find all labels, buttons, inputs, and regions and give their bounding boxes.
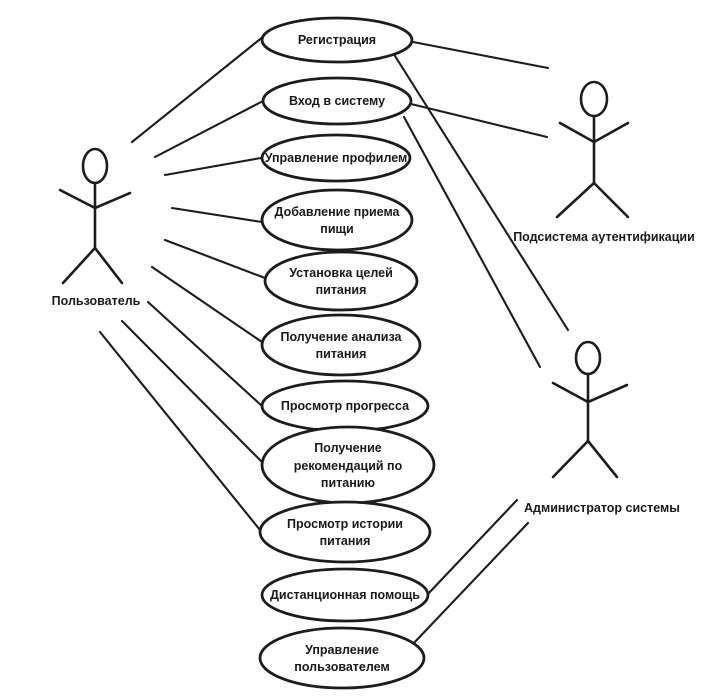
use-case-label: питания [316,347,367,361]
use-case-ellipse [260,133,412,183]
use-case-ellipse [260,188,414,252]
actor-right-leg [592,181,630,219]
actor-left-arm [58,188,97,210]
association-user-registration [130,34,266,144]
actor-left-arm [551,381,590,404]
use-case-label: Получение [314,441,381,455]
actor-left-leg [61,246,97,285]
actor-right-arm [592,121,630,144]
use-case-label: Получение анализа [281,330,403,344]
association-user-login [153,99,265,159]
actor-label: Администратор системы [524,501,680,515]
use-case-ellipse [261,76,413,126]
use-case-ellipse [258,626,426,690]
use-case-label: рекомендаций по [294,459,403,473]
association-user-get-analysis [150,265,264,344]
actor-head [574,340,602,376]
use-case-label: Управление [305,643,379,657]
use-case-ellipse [258,500,432,564]
use-case-label: питания [316,283,367,297]
use-case-set-nutrition-goals: Установка целей питания [263,250,419,312]
use-case-view-nutrition-history: Просмотр истории питания [258,500,432,564]
actor-left-leg [555,181,596,219]
use-case-label: Добавление приема [275,205,401,219]
actor-right-arm [586,383,629,404]
association-registration-admin [393,54,570,332]
association-login-auth [409,102,549,139]
use-case-get-nutrition-recommendations: Получение рекомендаций по питанию [260,425,436,505]
use-case-label: Вход в систему [289,94,385,108]
actor-head [81,147,109,185]
actor-right-leg [586,439,619,479]
actor-right-arm [93,191,132,210]
association-lines [98,34,570,647]
use-case-get-nutrition-analysis: Получение анализа питания [260,313,422,377]
use-case-label: Дистанционная помощь [270,588,420,602]
association-registration-auth [411,40,550,70]
use-case-ellipse [263,250,419,312]
actor-head [579,80,609,118]
association-user-set-goals [163,238,267,280]
association-user-view-progress [146,300,264,408]
actor-label: Подсистема аутентификации [513,230,695,244]
use-case-login: Вход в систему [261,76,413,126]
use-case-remote-assistance: Дистанционная помощь [260,567,430,623]
actor-user: Пользователь [52,147,141,308]
actor-auth-subsystem: Подсистема аутентификации [513,80,695,244]
use-case-label: Регистрация [298,33,376,47]
association-user-get-recommendations [120,319,264,464]
association-user-view-history [98,330,262,532]
association-login-admin [402,115,542,369]
use-case-label: пользователем [294,660,389,674]
use-case-label: питанию [321,476,376,490]
use-case-ellipse [260,567,430,623]
use-case-view-progress: Просмотр прогресса [260,379,430,433]
actor-system-admin: Администратор системы [524,340,680,515]
use-case-label: Управление профилем [265,151,408,165]
use-case-user-management: Управление пользователем [258,626,426,690]
use-case-label: Просмотр истории [287,517,403,531]
actor-left-arm [558,121,596,144]
actor-right-leg [93,246,124,285]
association-user-profile-management [163,156,263,177]
use-case-registration: Регистрация [260,16,414,64]
use-case-label: питания [320,534,371,548]
association-admin-user-management [410,521,530,647]
use-case-profile-management: Управление профилем [260,133,412,183]
actor-label: Пользователь [52,294,141,308]
use-case-ellipse [260,16,414,64]
use-case-label: пищи [320,222,353,236]
actor-left-leg [551,439,590,479]
use-case-add-meal: Добавление приема пищи [260,188,414,252]
association-admin-remote-assistance [425,498,519,597]
use-case-label: Просмотр прогресса [281,399,410,413]
association-user-add-meal [170,206,264,224]
use-case-label: Установка целей [289,266,393,280]
use-case-ellipse [260,313,422,377]
